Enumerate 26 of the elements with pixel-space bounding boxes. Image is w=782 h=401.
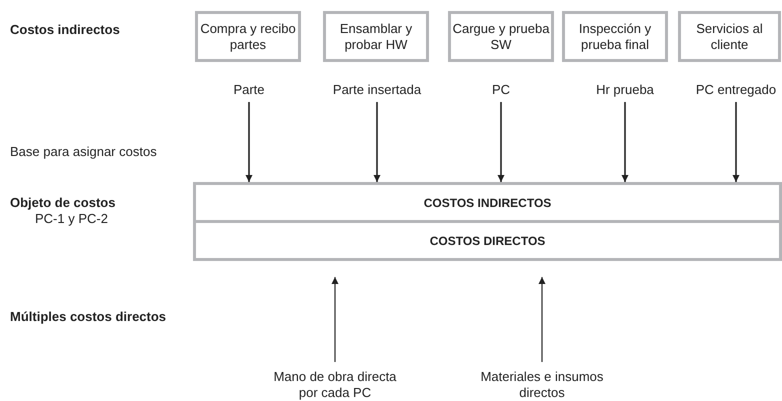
direct-cost-label: Materiales e insumos directos: [470, 368, 614, 401]
arrow: [538, 277, 546, 362]
cost-driver-label: Hr prueba: [590, 81, 660, 99]
activity-box: Servicios al cliente: [678, 11, 781, 62]
activity-box: Compra y recibo partes: [195, 11, 301, 62]
row-label: Base para asignar costos: [10, 144, 157, 159]
arrow: [332, 277, 338, 362]
cost-driver-label: Parte: [224, 81, 274, 99]
row-label: Objeto de costos: [10, 195, 116, 210]
cost-object-row: COSTOS INDIRECTOS: [193, 182, 782, 223]
activity-box: Cargue y prueba SW: [448, 11, 554, 62]
arrow: [732, 102, 740, 182]
arrow: [622, 102, 628, 182]
activity-box: Ensamblar y probar HW: [323, 11, 429, 62]
activity-box: Inspección y prueba final: [562, 11, 668, 62]
row-label: PC-1 y PC-2: [35, 211, 108, 226]
arrow: [498, 102, 504, 182]
direct-cost-label: Mano de obra directa por cada PC: [265, 368, 405, 401]
cost-object-row: COSTOS DIRECTOS: [193, 220, 782, 261]
cost-driver-label: PC: [486, 81, 516, 99]
arrow: [246, 102, 252, 182]
row-label: Múltiples costos directos: [10, 309, 166, 324]
row-label: Costos indirectos: [10, 22, 120, 37]
arrow: [374, 102, 380, 182]
cost-driver-label: Parte insertada: [325, 81, 429, 99]
cost-driver-label: PC entregado: [690, 81, 782, 99]
